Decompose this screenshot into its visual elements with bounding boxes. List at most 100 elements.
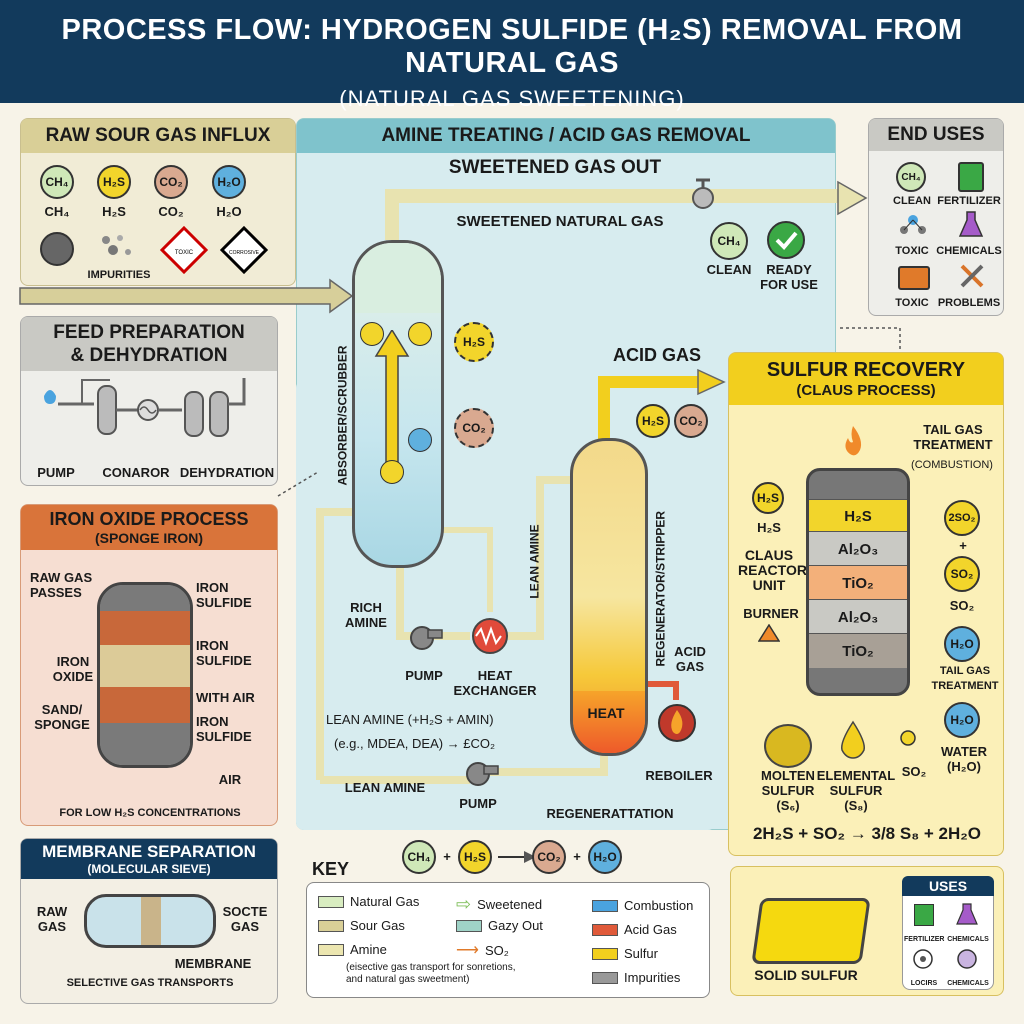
h2s-molecule-icon: H₂S [97,165,131,199]
heat-exchanger-icon [472,618,508,654]
rich-amine-label: RICH AMINE [345,600,387,630]
sulfur-title-main: SULFUR RECOVERY [766,359,966,381]
eq-h2o: H₂O [588,840,622,874]
burner-label: BURNER [743,606,799,621]
h2o-molecule-icon: H₂O [212,165,246,199]
key-so2: ⟶SO₂ [456,942,509,959]
heat-label: HEAT [587,705,625,721]
chemicals-flask-icon [958,211,984,237]
key-sulfur-label: Sulfur [624,946,658,961]
key-title: KEY [312,859,350,879]
key-natural-gas: Natural Gas [318,894,419,909]
header: PROCESS FLOW: HYDROGEN SULFIDE (H₂S) REM… [0,0,1024,111]
iron-oxide-label: IRON OXIDE [52,654,94,684]
key-gazy-out-label: Gazy Out [488,918,543,933]
molten-sulfur-pool [764,724,812,768]
iron-sulfide-label-2: IRON SULFIDE [196,638,252,668]
key-natural-gas-label: Natural Gas [350,894,420,909]
sweetened-natural-gas-label: SWEETENED NATURAL GAS [456,213,664,230]
end-use-clean: CLEAN [893,195,931,207]
eq-plus-2: + [573,849,581,864]
feed-prep-title: FEED PREPARATION & DEHYDRATION [21,317,277,371]
burner-warning-icon [758,624,780,642]
sweetened-gas-out-label: SWEETENED GAS OUT [448,157,662,178]
claus-layer-1: H₂S [809,499,907,532]
acid-h2s-icon: H₂S [636,404,670,438]
feed-dehydration-label: DEHYDRATION [179,465,275,480]
corrosive-hazard-icon: CORROSIVE [220,226,268,274]
plus-label: + [959,538,967,553]
end-use-fertilizer: FERTILIZER [937,195,1001,207]
key-combustion-label: Combustion [624,898,694,913]
eq-ch4: CH₄ [402,840,436,874]
feed-pump-label: PUMP [37,465,75,480]
membrane-title: MEMBRANE SEPARATION (MOLECULAR SIEVE) [21,839,277,879]
end-use-chemicals: CHEMICALS [936,245,1002,257]
elemental-sulfur-drop [840,720,866,759]
claus-layer-4: Al₂O₃ [809,599,907,634]
valve-icon [692,178,714,209]
water-icon: H₂O [944,702,980,738]
key-note: (eisective gas transport for sonretions,… [346,962,516,985]
key-amine-label: Amine [350,942,387,957]
iron-oxide-title: IRON OXIDE PROCESS (SPONGE IRON) [21,505,277,550]
key-acid-gas-label: Acid Gas [624,922,677,937]
lean-amine-note-2: (e.g., MDEA, DEA) → £CO₂ [334,736,496,751]
clean-ch4-icon: CH₄ [710,222,748,260]
eq-plus-1: + [443,849,451,864]
acid-gas-side-label: ACID GAS [674,644,706,674]
eq-h2s: H₂S [458,840,492,874]
uses-fertilizer-label: FERTILIZER [904,936,945,943]
key-gazy-out: Gazy Out [456,918,543,933]
key-so2-label: SO₂ [484,942,509,958]
claus-equation: 2H₂S + SO₂ → 3/8 S₈ + 2H₂O [752,824,982,843]
impurity-icon [40,232,74,266]
iron-oxide-title-main: IRON OXIDE PROCESS [49,509,249,529]
ready-check-icon [767,221,805,259]
sand-sponge-label: SAND/ SPONGE [34,702,90,732]
uses-chemicals-label: CHEMICALS [947,936,989,943]
claus-reactor: H₂S Al₂O₃ TiO₂ Al₂O₃ TiO₂ [806,468,910,696]
lean-amine-bottom-label: LEAN AMINE [344,780,426,795]
iron-sulfide-label-1: IRON SULFIDE [196,580,252,610]
claus-layer-3: TiO₂ [809,565,907,600]
uses-chemicals-icon [956,903,978,925]
raw-sour-gas-title: RAW SOUR GAS INFLUX [21,119,295,153]
claus-layer-5: TiO₂ [809,633,907,668]
acid-gas-label: ACID GAS [612,345,701,365]
ch4-label: CH₄ [44,204,70,219]
combustion-label: (COMBUSTION) [911,459,993,471]
sulfur-title: SULFUR RECOVERY (CLAUS PROCESS) [729,353,1003,405]
h2o-label: H₂O [216,204,242,219]
regenerator-label: REGENERATOR/STRIPPER [653,510,668,667]
uses-locirs-label: LOCIRS [910,980,938,987]
end-ch4-icon: CH₄ [896,162,926,192]
uses-title: USES [902,876,994,896]
acid-co2-icon: CO₂ [674,404,708,438]
key-sour-gas: Sour Gas [318,918,405,933]
page-title: PROCESS FLOW: HYDROGEN SULFIDE (H₂S) REM… [61,14,963,79]
solid-sulfur-block [751,898,871,964]
key-panel [306,882,710,998]
iron-oxide-title-sub: (SPONGE IRON) [94,530,204,546]
membrane-label: MEMBRANE [174,956,252,971]
water-label: WATER (H₂O) [941,744,987,774]
co2-label: CO₂ [158,204,184,219]
so2-icon: SO₂ [944,556,980,592]
end-use-toxic: TOXIC [895,245,929,257]
so2-small-label: SO₂ [901,764,927,779]
pump-label-2: PUMP [459,796,497,811]
key-sweetened: ⇨Sweetened [456,894,543,914]
membrane-title-main: MEMBRANE SEPARATION [42,842,256,861]
membrane-socte-gas-label: SOCTE GAS [222,904,268,934]
h2s-label: H₂S [102,204,126,219]
toxic-hazard-label: TOXIC [175,250,194,256]
solid-sulfur-label: SOLID SULFUR [754,967,858,983]
regenerator-column [570,438,648,756]
toolbox-icon [898,266,930,290]
iron-oxide-note: FOR LOW H₂S CONCENTRATIONS [59,807,241,819]
key-amine: Amine [318,942,387,957]
end-uses-title: END USES [869,119,1003,151]
key-impurities-label: Impurities [624,970,681,985]
sulfur-title-sub: (CLAUS PROCESS) [796,382,936,399]
